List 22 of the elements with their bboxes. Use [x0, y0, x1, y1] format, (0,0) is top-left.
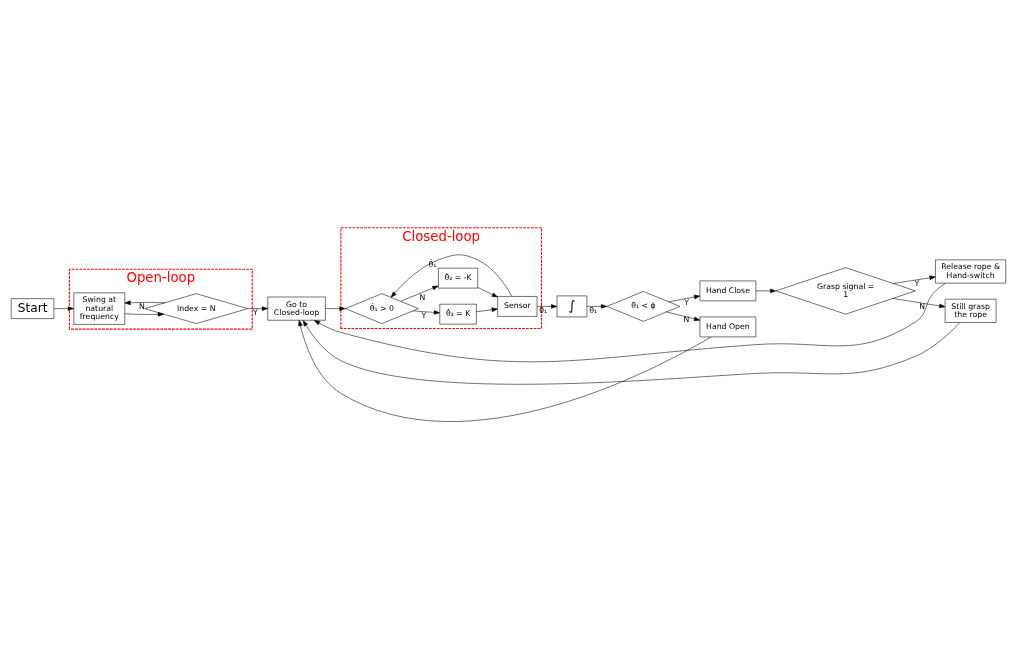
arrow: [477, 287, 498, 298]
arrow: [313, 282, 946, 362]
arrow: [586, 304, 607, 309]
arrow: [892, 275, 936, 284]
arrow: [892, 298, 945, 309]
arrow: [390, 254, 512, 298]
arrow: [536, 304, 557, 309]
arrow: [399, 285, 438, 302]
arrow: [668, 294, 700, 303]
arrow: [247, 306, 268, 311]
arrow: [755, 288, 776, 294]
arrow: [297, 320, 711, 422]
arrow: [475, 307, 498, 313]
arrow: [302, 320, 960, 385]
arrow: [124, 312, 164, 317]
arrow: [665, 311, 700, 321]
node-box: ∫: [556, 295, 587, 318]
arrow: [124, 300, 165, 305]
arrow: [53, 306, 74, 311]
arrow: [412, 310, 440, 315]
node-box: Start: [10, 298, 54, 319]
arrow: [324, 306, 345, 311]
